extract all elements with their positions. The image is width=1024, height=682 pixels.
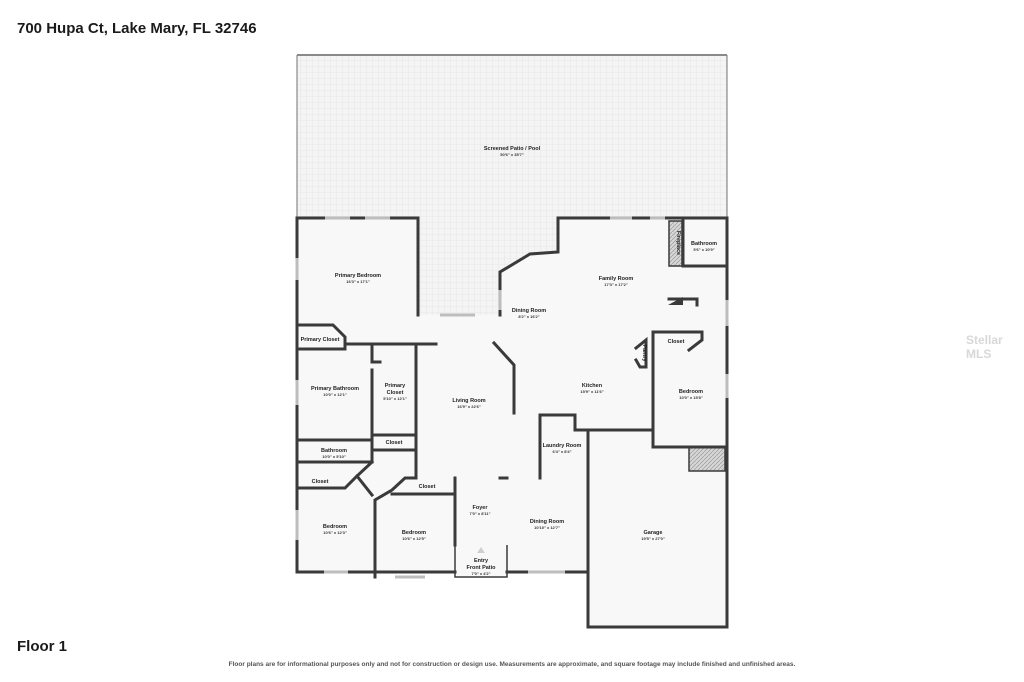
- primary-bedroom-label: Primary Bedroom: [335, 273, 381, 279]
- family-room-dims: 17'3" x 17'2": [604, 282, 628, 287]
- dining-room-1-label: Dining Room: [512, 308, 546, 314]
- laundry-room-dims: 6'4" x 8'4": [552, 449, 571, 454]
- kitchen-label: Kitchen: [582, 383, 603, 389]
- property-address: 700 Hupa Ct, Lake Mary, FL 32746: [17, 20, 257, 37]
- living-room-dims: 16'9" x 22'6": [457, 404, 481, 409]
- entry-label-line2: Front Patio: [466, 565, 496, 571]
- foyer-label: Foyer: [473, 505, 489, 511]
- bedroom-1-dims: 10'6" x 12'3": [323, 530, 347, 535]
- closet-b-label: Closet: [312, 479, 329, 485]
- patio-area: [296, 54, 728, 315]
- family-room-label: Family Room: [599, 276, 634, 282]
- interior-floor: [297, 218, 727, 627]
- garage-hatch: [688, 446, 726, 472]
- kitchen-dims: 15'9" x 11'6": [580, 389, 603, 394]
- pantry-label: Pantry: [641, 344, 647, 362]
- garage-dims: 19'5" x 27'0": [641, 536, 665, 541]
- windows: [295, 216, 729, 579]
- dining-room-1-dims: 8'2" x 16'2": [518, 314, 539, 319]
- room-labels: Screened Patio / Pool 50'6" x 35'7" Prim…: [301, 146, 718, 576]
- closet-a-label: Closet: [386, 440, 403, 446]
- primary-bedroom-dims: 16'3" x 17'1": [346, 279, 370, 284]
- closet-d-label: Closet: [668, 339, 685, 345]
- garage-label: Garage: [644, 530, 663, 536]
- primary-closet-2-dims: 5'10" x 12'1": [383, 396, 407, 401]
- interior-walls: [295, 216, 729, 579]
- bathroom-2-dims: 5'6" x 10'9": [693, 247, 714, 252]
- watermark-logo: Stellar MLS: [966, 333, 1003, 361]
- primary-closet-2-label-line1: Primary: [385, 383, 406, 389]
- laundry-room-label: Laundry Room: [543, 443, 582, 449]
- bathroom-2-label: Bathroom: [691, 241, 717, 247]
- fireplace-label: Fireplace: [675, 231, 681, 255]
- bathroom-1-dims: 10'0" x 5'10": [322, 454, 346, 459]
- dining-room-2-dims: 10'10" x 12'7": [534, 525, 560, 530]
- patio-label: Screened Patio / Pool: [484, 146, 541, 152]
- patio-dims: 50'6" x 35'7": [500, 152, 524, 157]
- disclaimer-text: Floor plans are for informational purpos…: [228, 661, 796, 668]
- bedroom-2-dims: 10'6" x 12'5": [402, 536, 426, 541]
- bedroom-3-dims: 10'0" x 15'8": [679, 395, 703, 400]
- entry-dims: 7'0" x 4'2": [471, 571, 490, 576]
- closet-c-label: Closet: [419, 484, 436, 490]
- bedroom-2-label: Bedroom: [402, 530, 426, 536]
- bedroom-1-label: Bedroom: [323, 524, 347, 530]
- dining-room-2-label: Dining Room: [530, 519, 564, 525]
- bathroom-1-label: Bathroom: [321, 448, 347, 454]
- primary-closet-2-label-line2: Closet: [387, 390, 404, 396]
- foyer-dims: 7'0" x 8'11": [469, 511, 490, 516]
- primary-bathroom-label: Primary Bathroom: [311, 386, 359, 392]
- primary-bathroom-dims: 10'0" x 12'1": [323, 392, 347, 397]
- primary-closet-label: Primary Closet: [301, 337, 340, 343]
- bedroom-3-label: Bedroom: [679, 389, 703, 395]
- floor-label: Floor 1: [17, 638, 68, 655]
- living-room-label: Living Room: [452, 398, 485, 404]
- entry-label-line1: Entry: [474, 558, 489, 564]
- entry-arrow-icon: [477, 547, 485, 553]
